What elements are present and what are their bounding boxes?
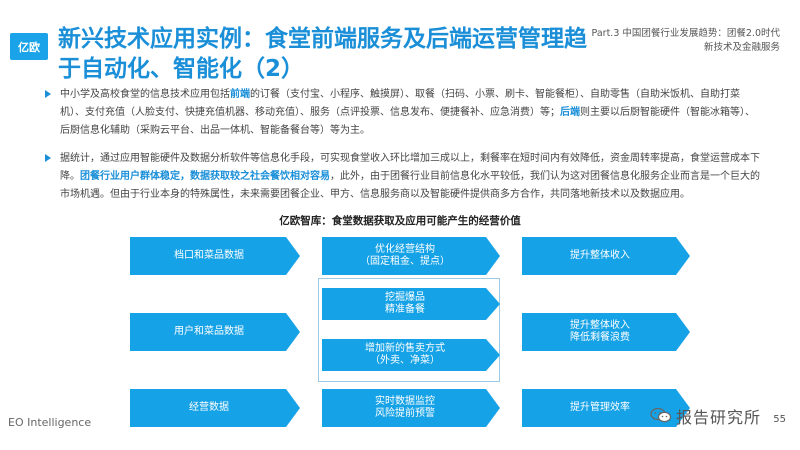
logo-text: 亿欧 bbox=[18, 40, 40, 54]
para2-text-b: ，此外，由于团餐行业目前信息化水平较低，我们认为这对团餐信息化服务企业而言是一个… bbox=[60, 171, 760, 200]
paragraph-1: 中小学及高校食堂的信息技术应用包括前端的订餐（支付宝、小程序、触摸屏）、取餐（扫… bbox=[45, 86, 760, 140]
watermark-text: 报告研究所 bbox=[676, 408, 762, 427]
paragraph-2: 据统计，通过应用智能硬件及数据分析软件等信息化手段，可实现食堂收入环比增加三成以… bbox=[45, 150, 760, 204]
part-label-line2: 新技术及金融服务 bbox=[703, 42, 780, 53]
arrow-right-1: 提升整体收入 bbox=[522, 237, 690, 275]
bullet-icon bbox=[45, 154, 51, 162]
arrow-mid-4-line2: 风险提前预警 bbox=[375, 408, 435, 419]
para1-text-a: 中小学及高校食堂的信息技术应用包括 bbox=[60, 89, 230, 100]
arrow-right-2: 提升整体收入降低剩餐浪费 bbox=[522, 313, 690, 351]
arrow-mid-1: 优化经营结构（固定租金、提点） bbox=[322, 237, 500, 275]
para1-text-b: 的订餐（支付宝、小程序、触摸屏）、取餐（扫码、小票、刷卡、智能餐柜）、自助零售（… bbox=[60, 89, 740, 118]
arrow-right-1-line1: 提升整体收入 bbox=[570, 250, 630, 261]
bullet-icon bbox=[45, 90, 51, 98]
arrow-mid-4-line1: 实时数据监控 bbox=[375, 396, 435, 407]
arrow-right-2-line2: 降低剩餐浪费 bbox=[570, 332, 630, 343]
arrow-right-2-line1: 提升整体收入 bbox=[570, 320, 630, 331]
arrow-mid-3-line2: （外卖、净菜） bbox=[370, 355, 440, 366]
arrow-mid-1-line2: （固定租金、提点） bbox=[360, 256, 450, 267]
para2-highlight: 团餐行业用户群体稳定，数据获取较之社会餐饮相对容易 bbox=[80, 171, 330, 182]
arrow-left-2: 用户和菜品数据 bbox=[130, 313, 300, 351]
arrow-mid-2-line2: 精准备餐 bbox=[385, 304, 425, 315]
arrow-mid-3-line1: 增加新的售卖方式 bbox=[365, 343, 445, 354]
para1-highlight-frontend: 前端 bbox=[230, 89, 250, 100]
para1-highlight-backend: 后端 bbox=[560, 107, 580, 118]
para1-text-c: 则主要以后厨智能硬件（智能冰箱等）、后厨信息化辅助（采购云平台、出品一体机、智能… bbox=[60, 107, 755, 136]
arrow-left-3: 经营数据 bbox=[130, 389, 300, 427]
arrow-mid-3: 增加新的售卖方式（外卖、净菜） bbox=[322, 339, 500, 371]
diagram-title: 亿欧智库：食堂数据获取及应用可能产生的经营价值 bbox=[279, 215, 521, 227]
arrow-mid-2-line1: 挖掘爆品 bbox=[385, 292, 425, 303]
yiou-logo: 亿欧 bbox=[10, 33, 48, 60]
wechat-icon bbox=[650, 407, 672, 423]
para2-text-a: 据统计，通过应用智能硬件及数据分析软件等信息化手段，可实现食堂收入环比增加三成以… bbox=[60, 153, 760, 182]
page-number: 55 bbox=[773, 414, 786, 425]
part-label-line1: Part.3 中国团餐行业发展趋势：团餐2.0时代 bbox=[591, 28, 780, 39]
middle-group-bracket bbox=[318, 278, 500, 382]
arrow-mid-4: 实时数据监控风险提前预警 bbox=[322, 389, 500, 427]
arrow-mid-1-line1: 优化经营结构 bbox=[375, 244, 435, 255]
footer-brand: EO Intelligence bbox=[8, 416, 92, 429]
arrow-mid-2: 挖掘爆品精准备餐 bbox=[322, 288, 500, 320]
arrow-right-3-line1: 提升管理效率 bbox=[570, 402, 630, 413]
arrow-left-1: 档口和菜品数据 bbox=[130, 237, 300, 275]
page-title: 新兴技术应用实例：食堂前端服务及后端运营管理趋于自动化、智能化（2） bbox=[58, 26, 587, 82]
part-label: Part.3 中国团餐行业发展趋势：团餐2.0时代 新技术及金融服务 bbox=[570, 27, 780, 55]
